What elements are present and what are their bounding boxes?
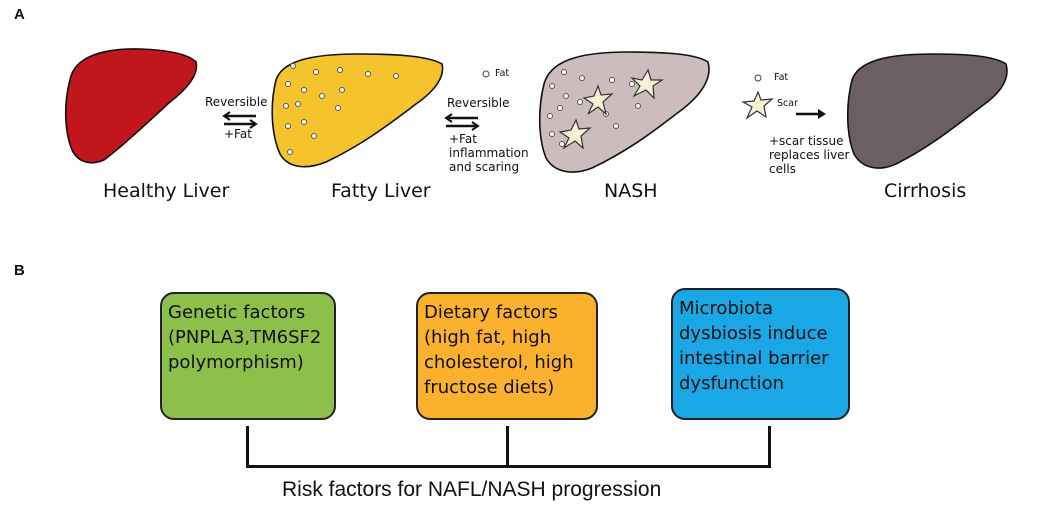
connector-line-horizontal (246, 465, 771, 468)
healthy-liver-icon (64, 48, 198, 164)
dietary-factors-box: Dietary factors (high fat, high choleste… (416, 292, 598, 420)
stage-label-cirrhosis: Cirrhosis (884, 180, 967, 202)
connector-line-left (246, 426, 249, 468)
transition3-line-3: cells (769, 162, 796, 176)
stage-label-healthy: Healthy Liver (103, 180, 230, 202)
panel-label-a: A (14, 6, 25, 23)
reversible-arrows-icon (222, 111, 258, 129)
progression-arrow-icon (796, 109, 826, 119)
fat-droplet-legend-icon (482, 70, 490, 78)
transition2-bottom-line-1: +Fat (449, 132, 477, 146)
transition2-bottom-line-2: inflammation (449, 146, 529, 160)
transition1-top-label: Reversible (205, 95, 268, 109)
microbiota-factors-line-4: dysfunction (679, 373, 784, 394)
genetic-factors-box: Genetic factors (PNPLA3,TM6SF2 polymorph… (160, 292, 336, 420)
dietary-factors-line-1: Dietary factors (424, 302, 558, 323)
transition1-bottom-label: +Fat (224, 127, 252, 141)
cirrhosis-liver-icon (846, 53, 1008, 169)
genetic-factors-line-3: polymorphism) (168, 352, 304, 373)
genetic-factors-line-2: (PNPLA3,TM6SF2 (168, 327, 322, 348)
transition2-fat-legend-label: Fat (495, 68, 510, 79)
stage-label-nash: NASH (604, 180, 658, 202)
panel-label-b: B (14, 262, 25, 279)
dietary-factors-line-4: fructose diets) (424, 377, 555, 398)
microbiota-factors-line-3: intestinal barrier (679, 348, 829, 369)
risk-factors-caption: Risk factors for NAFL/NASH progression (282, 478, 662, 501)
microbiota-factors-box: Microbiota dysbiosis induce intestinal b… (671, 288, 850, 420)
transition3-line-1: +scar tissue (769, 134, 844, 148)
microbiota-factors-line-1: Microbiota (679, 298, 773, 319)
transition3-fat-legend-label: Fat (774, 72, 789, 83)
connector-line-middle (506, 426, 509, 468)
transition2-bottom-line-3: and scaring (449, 160, 520, 174)
scar-legend-icon (741, 90, 774, 120)
dietary-factors-line-2: (high fat, high (424, 327, 552, 348)
connector-line-right (768, 426, 771, 468)
stage-label-fatty: Fatty Liver (331, 180, 431, 202)
transition3-scar-legend-label: Scar (777, 98, 798, 109)
fat-droplet-legend-icon-2 (754, 74, 762, 82)
dietary-factors-line-3: cholesterol, high (424, 352, 574, 373)
fatty-liver-icon (271, 53, 444, 168)
nash-liver-icon (538, 51, 710, 173)
genetic-factors-line-1: Genetic factors (168, 302, 306, 323)
transition2-top-label: Reversible (447, 96, 510, 110)
transition3-line-2: replaces liver (769, 148, 850, 162)
microbiota-factors-line-2: dysbiosis induce (679, 323, 828, 344)
reversible-arrows-icon-2 (444, 113, 480, 131)
